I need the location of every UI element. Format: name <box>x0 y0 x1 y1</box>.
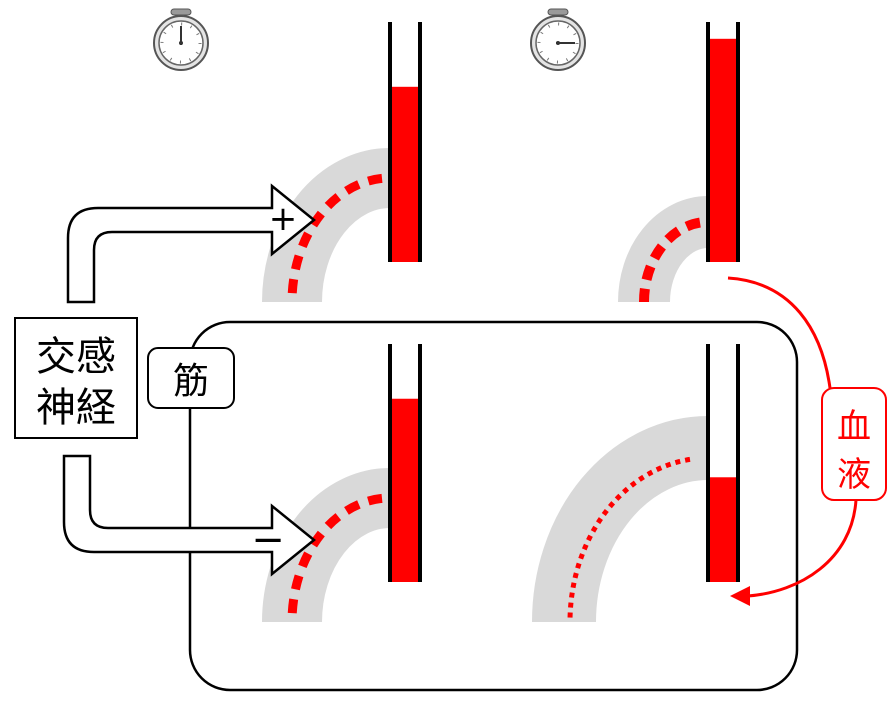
stopwatch-icon <box>153 8 209 71</box>
stopwatch-pivot <box>179 41 183 45</box>
box-border <box>14 317 138 439</box>
sympathetic-nerve-box: 交感 神経 <box>14 317 138 439</box>
blood-column <box>391 398 419 582</box>
box-border <box>147 347 235 409</box>
minus-sign: − <box>251 517 285 563</box>
blood-label-box <box>821 387 887 501</box>
muscle-region-frame <box>188 320 799 692</box>
muscle-label-box: 筋 <box>147 347 235 409</box>
arrowhead-icon <box>730 586 750 606</box>
tube-top-right <box>706 22 740 262</box>
arrow-shape <box>66 183 316 304</box>
blood-flow-curve-lower <box>747 499 858 598</box>
blood-flow-dots <box>567 456 691 623</box>
vessel-top-right <box>618 196 710 303</box>
blood-label-line1: 血 <box>837 407 871 447</box>
blood-column <box>709 477 737 582</box>
vessel-top-left <box>262 148 392 303</box>
muscle-label: 筋 <box>173 361 209 402</box>
sympathetic-nerve-label-line1: 交感 <box>36 334 116 380</box>
plus-sign: + <box>269 199 298 239</box>
blood-flow-arrow: 血 液 <box>727 276 887 606</box>
blood-flow-dashes <box>639 217 701 303</box>
blood-column <box>391 86 419 262</box>
tube-top-left <box>388 22 422 262</box>
stopwatch-pivot <box>556 41 560 45</box>
blood-flow-dashes <box>287 493 383 623</box>
sympathetic-nerve-label-line2: 神経 <box>36 385 116 431</box>
vessel-bottom-left <box>262 468 392 623</box>
arrow-shape <box>62 454 316 577</box>
blood-column <box>709 38 737 262</box>
tube-bottom-left <box>388 344 422 582</box>
stopwatch-icon <box>530 8 586 71</box>
vessel-bottom-right <box>532 416 710 623</box>
vessel-wall <box>532 416 710 623</box>
blood-flow-curve-upper <box>727 276 832 389</box>
blood-flow-dashes <box>287 173 383 303</box>
excitatory-arrow: + <box>66 183 316 304</box>
stopwatch-ticks <box>160 22 202 64</box>
stopwatch-ticks <box>537 22 579 64</box>
blood-label-line2: 液 <box>837 455 871 495</box>
inhibitory-arrow: − <box>62 454 316 577</box>
tube-bottom-right <box>706 344 740 582</box>
